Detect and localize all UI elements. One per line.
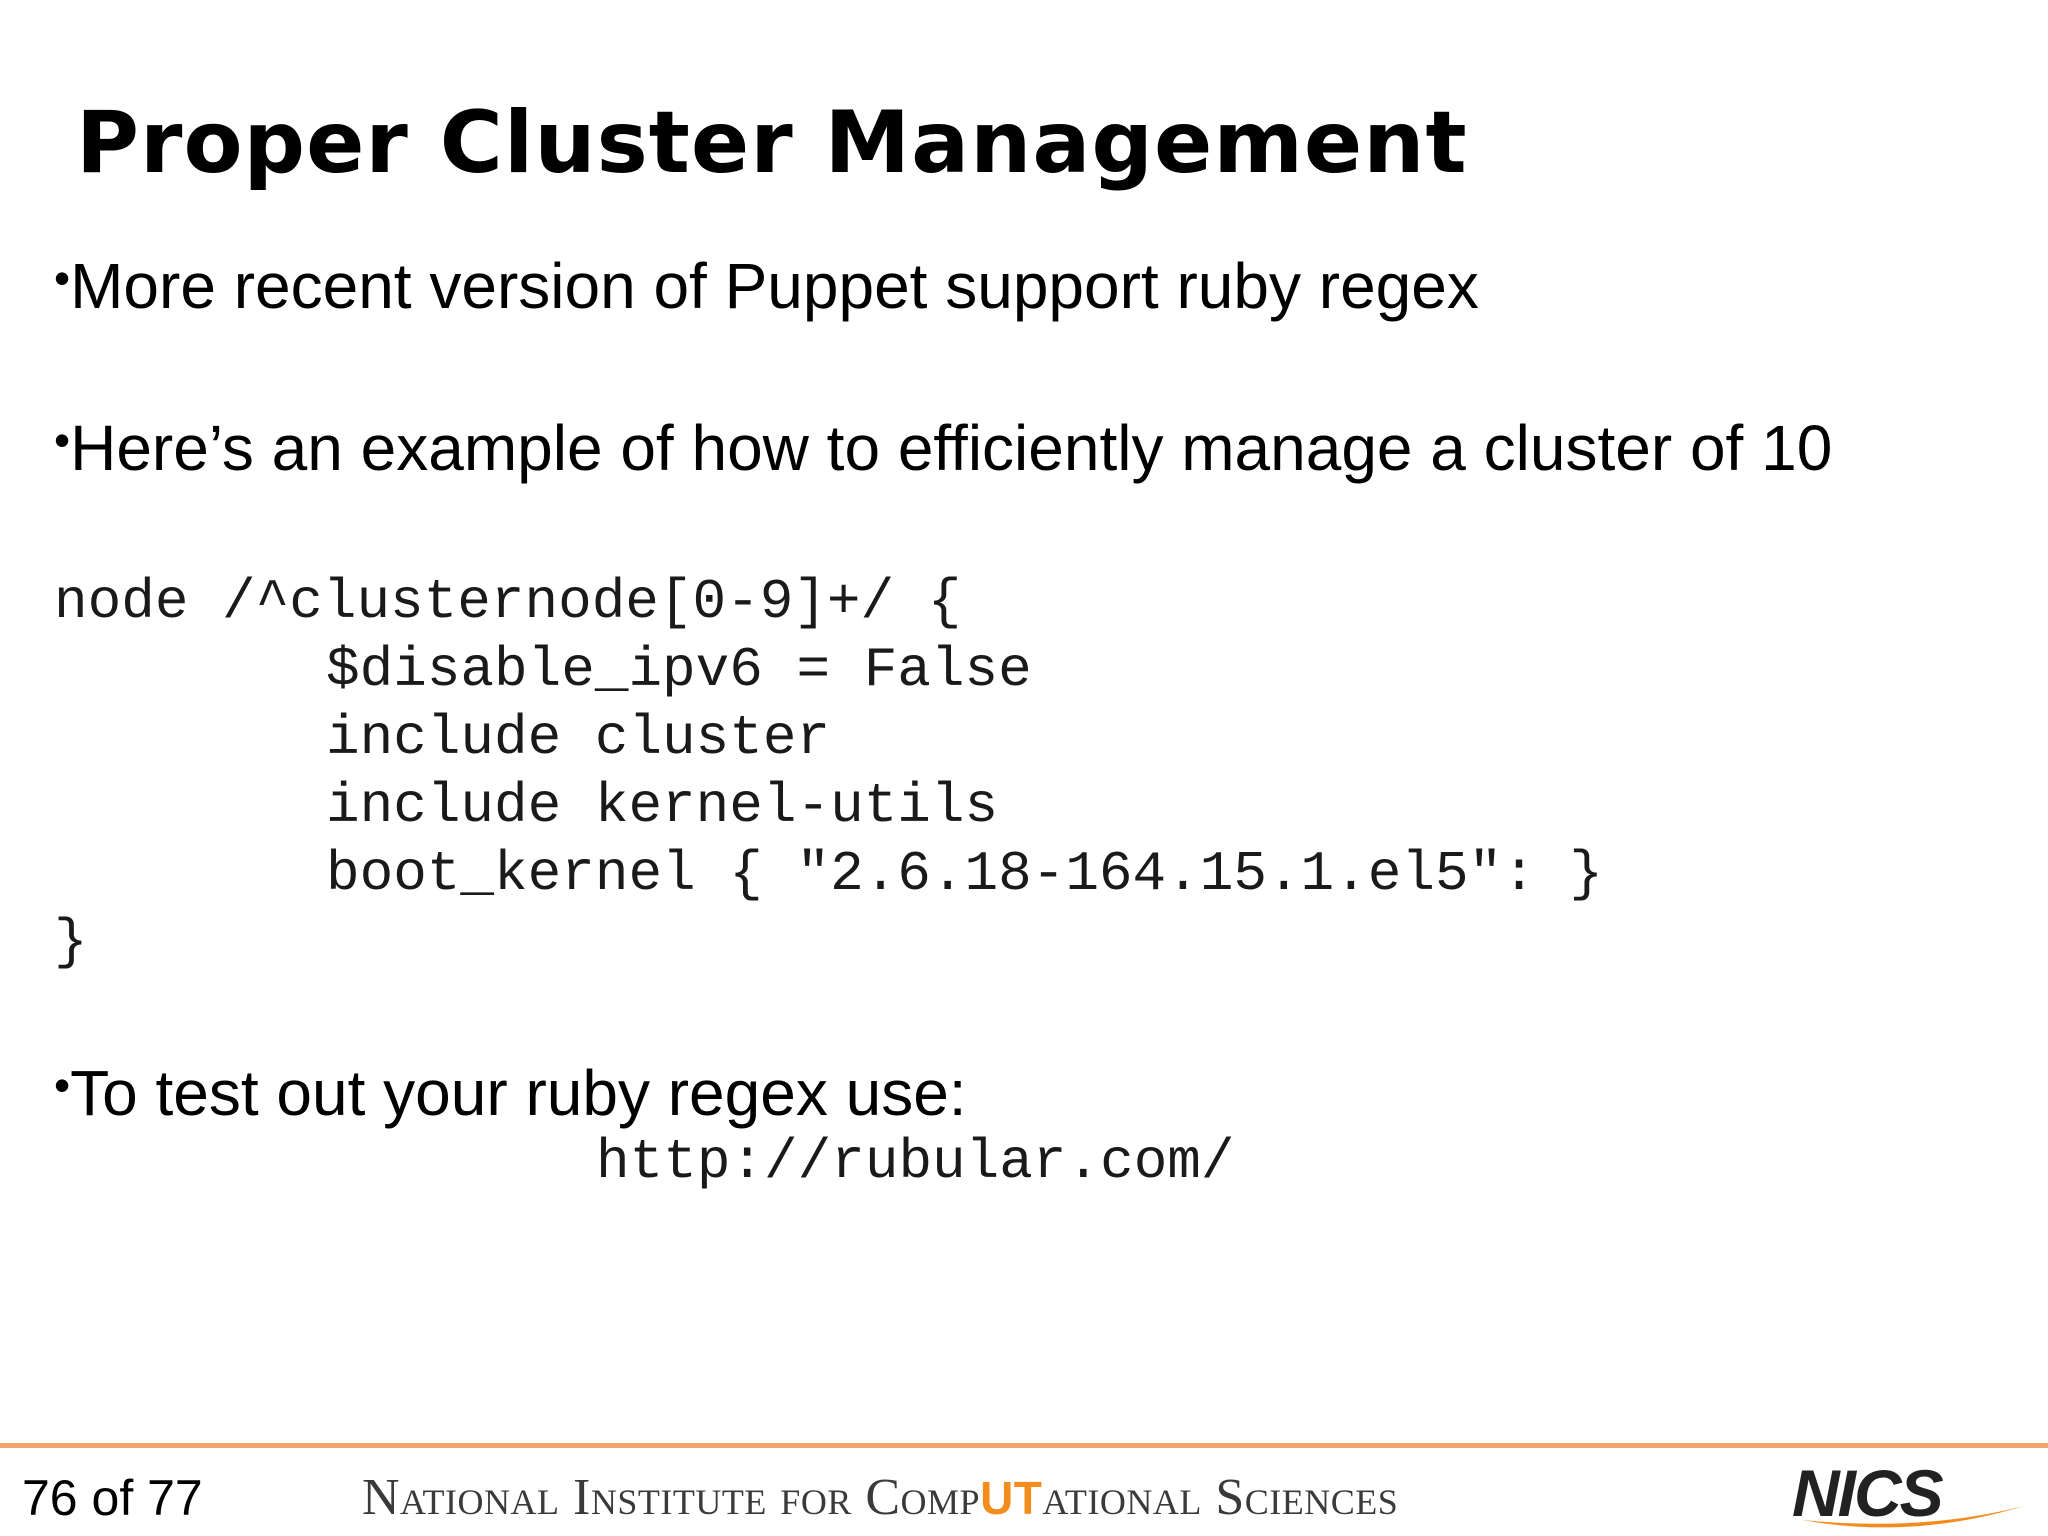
code-line: include kernel-utils bbox=[326, 774, 999, 838]
code-line: } bbox=[54, 910, 88, 974]
institute-name-start: National Institute for Comp bbox=[362, 1469, 981, 1526]
bullet-text: Here’s an example of how to efficiently … bbox=[70, 412, 1833, 484]
page-number: 76 of 77 bbox=[22, 1470, 203, 1526]
code-line: $disable_ipv6 = False bbox=[326, 638, 1032, 702]
bullet-text: More recent version of Puppet support ru… bbox=[70, 250, 1479, 322]
code-block: node /^clusternode[0-9]+/ {$disable_ipv6… bbox=[54, 568, 1603, 976]
bullet-glyph: • bbox=[54, 252, 71, 304]
code-line: boot_kernel { "2.6.18-164.15.1.el5": } bbox=[326, 842, 1604, 906]
bullet-test-regex: •To test out your ruby regex use: bbox=[54, 1047, 967, 1131]
rubular-url[interactable]: http://rubular.com/ bbox=[596, 1130, 1235, 1194]
bullet-glyph: • bbox=[54, 1059, 71, 1111]
nics-logo-text: NICS bbox=[1792, 1456, 1944, 1530]
ut-logo-mark: UT bbox=[980, 1472, 1043, 1524]
bullet-glyph: • bbox=[54, 414, 71, 466]
slide-title: Proper Cluster Management bbox=[76, 93, 1468, 193]
nics-logo-swoosh bbox=[1802, 1506, 2024, 1528]
footer-divider bbox=[0, 1443, 2048, 1448]
nics-logo: NICS bbox=[1792, 1460, 2028, 1532]
bullet-cluster-example: •Here’s an example of how to efficiently… bbox=[54, 402, 1832, 486]
bullet-text: To test out your ruby regex use: bbox=[70, 1057, 967, 1129]
code-line: node /^clusternode[0-9]+/ { bbox=[54, 570, 962, 634]
code-line: include cluster bbox=[326, 706, 831, 770]
bullet-puppet-regex: •More recent version of Puppet support r… bbox=[54, 240, 1479, 324]
institute-name: National Institute for CompUTational Sci… bbox=[362, 1466, 1398, 1530]
institute-name-end: ational Sciences bbox=[1042, 1469, 1399, 1526]
